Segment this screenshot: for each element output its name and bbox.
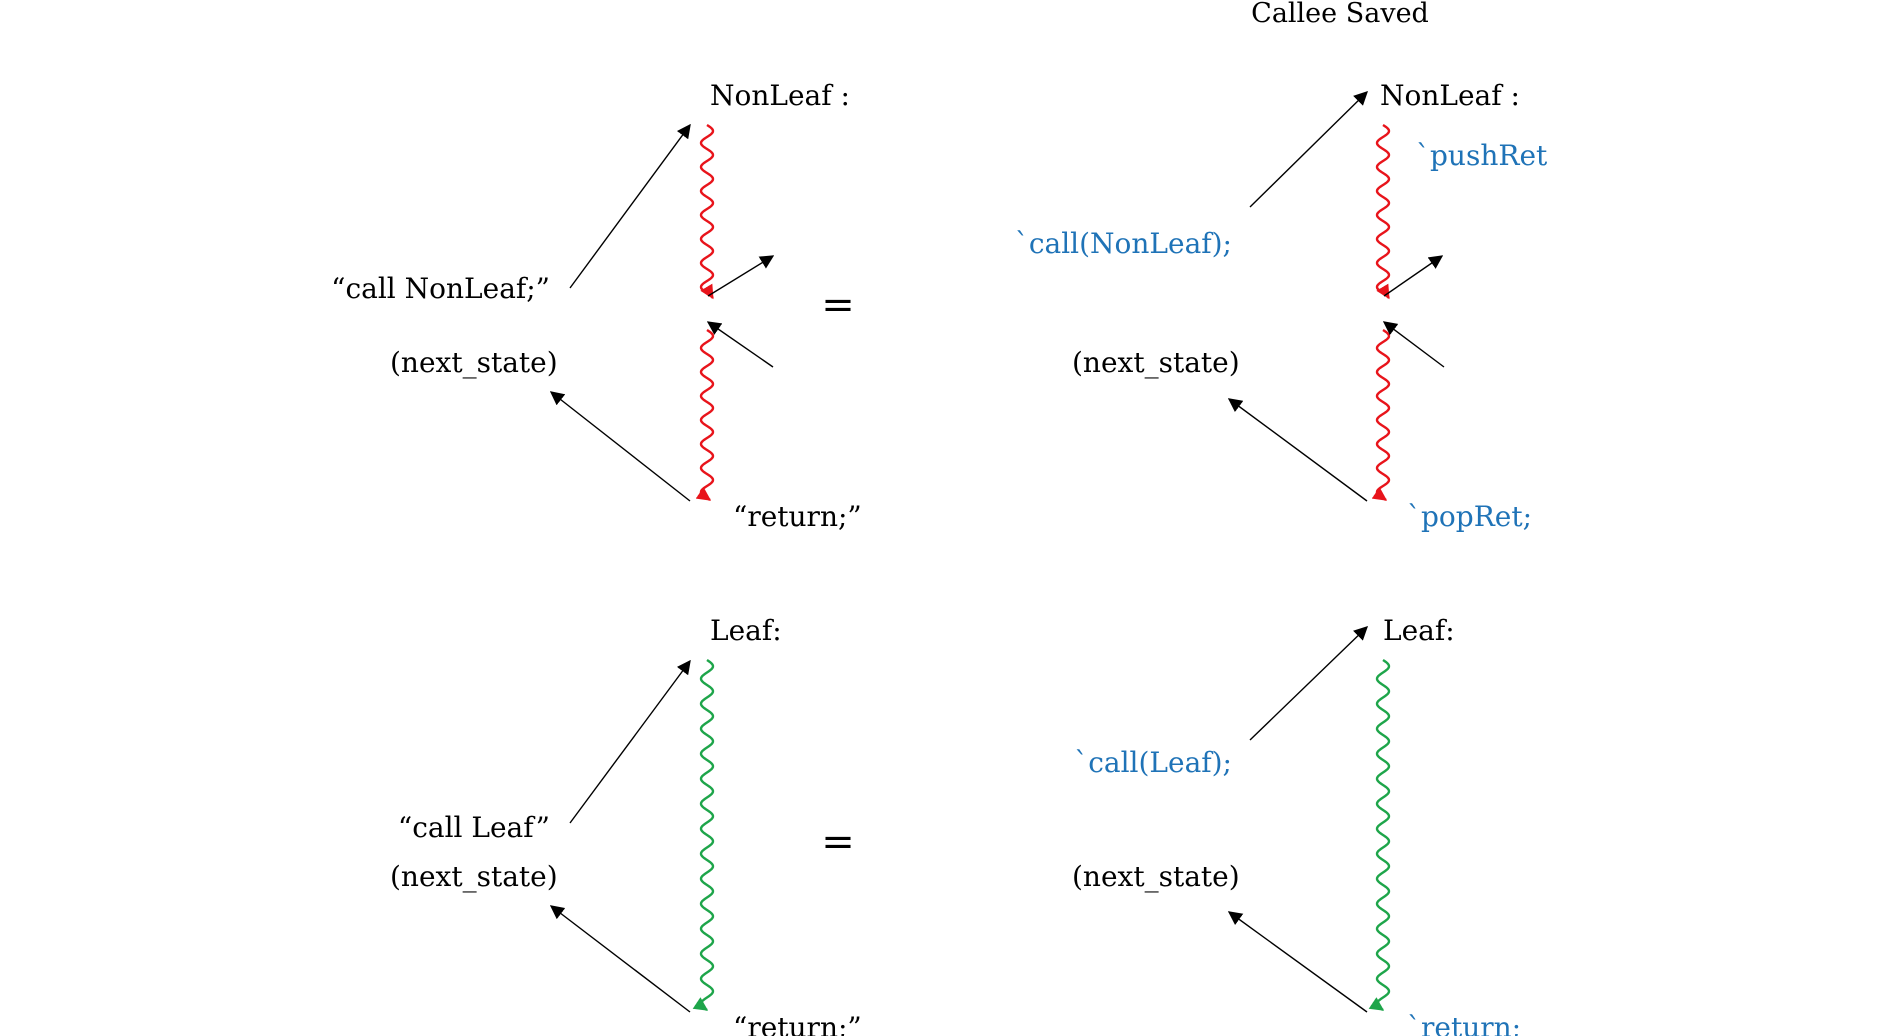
nested-return-arrow	[1382, 321, 1445, 368]
return-label: “return;”	[733, 500, 862, 533]
diagram-title: Callee Saved	[1251, 0, 1429, 29]
top-left-panel: NonLeaf : “call NonLeaf;” (next_state) “…	[331, 79, 862, 533]
call-arrow	[569, 123, 691, 289]
nonleaf-label: NonLeaf :	[1380, 79, 1520, 112]
call-nonleaf-code: `call(NonLeaf);	[1015, 227, 1232, 260]
call-nonleaf-label: “call NonLeaf;”	[331, 272, 550, 305]
return-arrow	[1227, 911, 1368, 1013]
nonleaf-body-upper-flow	[699, 123, 715, 300]
return-arrow	[549, 391, 691, 502]
nested-call-arrow	[707, 255, 775, 297]
next-state-label: (next_state)	[1072, 346, 1240, 379]
return-arrow	[1227, 398, 1368, 502]
bottom-left-panel: Leaf: “call Leaf” (next_state) “return;”	[390, 614, 862, 1036]
top-right-panel: NonLeaf : `pushRet `call(NonLeaf); (next…	[1015, 79, 1548, 533]
nested-call-arrow	[1383, 255, 1444, 297]
return-label: “return;”	[733, 1011, 862, 1036]
nonleaf-body-lower-flow	[1371, 328, 1391, 501]
pop-ret-code: `popRet;	[1407, 500, 1532, 533]
leaf-label: Leaf:	[1383, 614, 1455, 647]
return-arrow	[549, 905, 691, 1013]
call-arrow	[569, 659, 691, 824]
nonleaf-body-lower-flow	[695, 328, 715, 501]
push-ret-code: `pushRet	[1416, 139, 1548, 172]
nested-return-arrow	[706, 321, 774, 368]
nonleaf-label: NonLeaf :	[710, 79, 850, 112]
call-arrow	[1249, 626, 1369, 741]
nonleaf-body-upper-flow	[1375, 123, 1391, 300]
next-state-label: (next_state)	[390, 346, 558, 379]
leaf-body-flow	[1368, 659, 1391, 1011]
leaf-body-flow	[692, 659, 715, 1011]
bottom-right-panel: Leaf: `call(Leaf); (next_state) `return;	[1072, 614, 1521, 1036]
next-state-label: (next_state)	[390, 860, 558, 893]
call-leaf-label: “call Leaf”	[398, 811, 550, 844]
next-state-label: (next_state)	[1072, 860, 1240, 893]
call-arrow	[1249, 91, 1368, 208]
return-code: `return;	[1407, 1011, 1521, 1036]
call-leaf-code: `call(Leaf);	[1074, 746, 1232, 779]
equals-sign-bottom: =	[821, 819, 855, 865]
leaf-label: Leaf:	[710, 614, 782, 647]
equals-sign-top: =	[821, 282, 855, 328]
